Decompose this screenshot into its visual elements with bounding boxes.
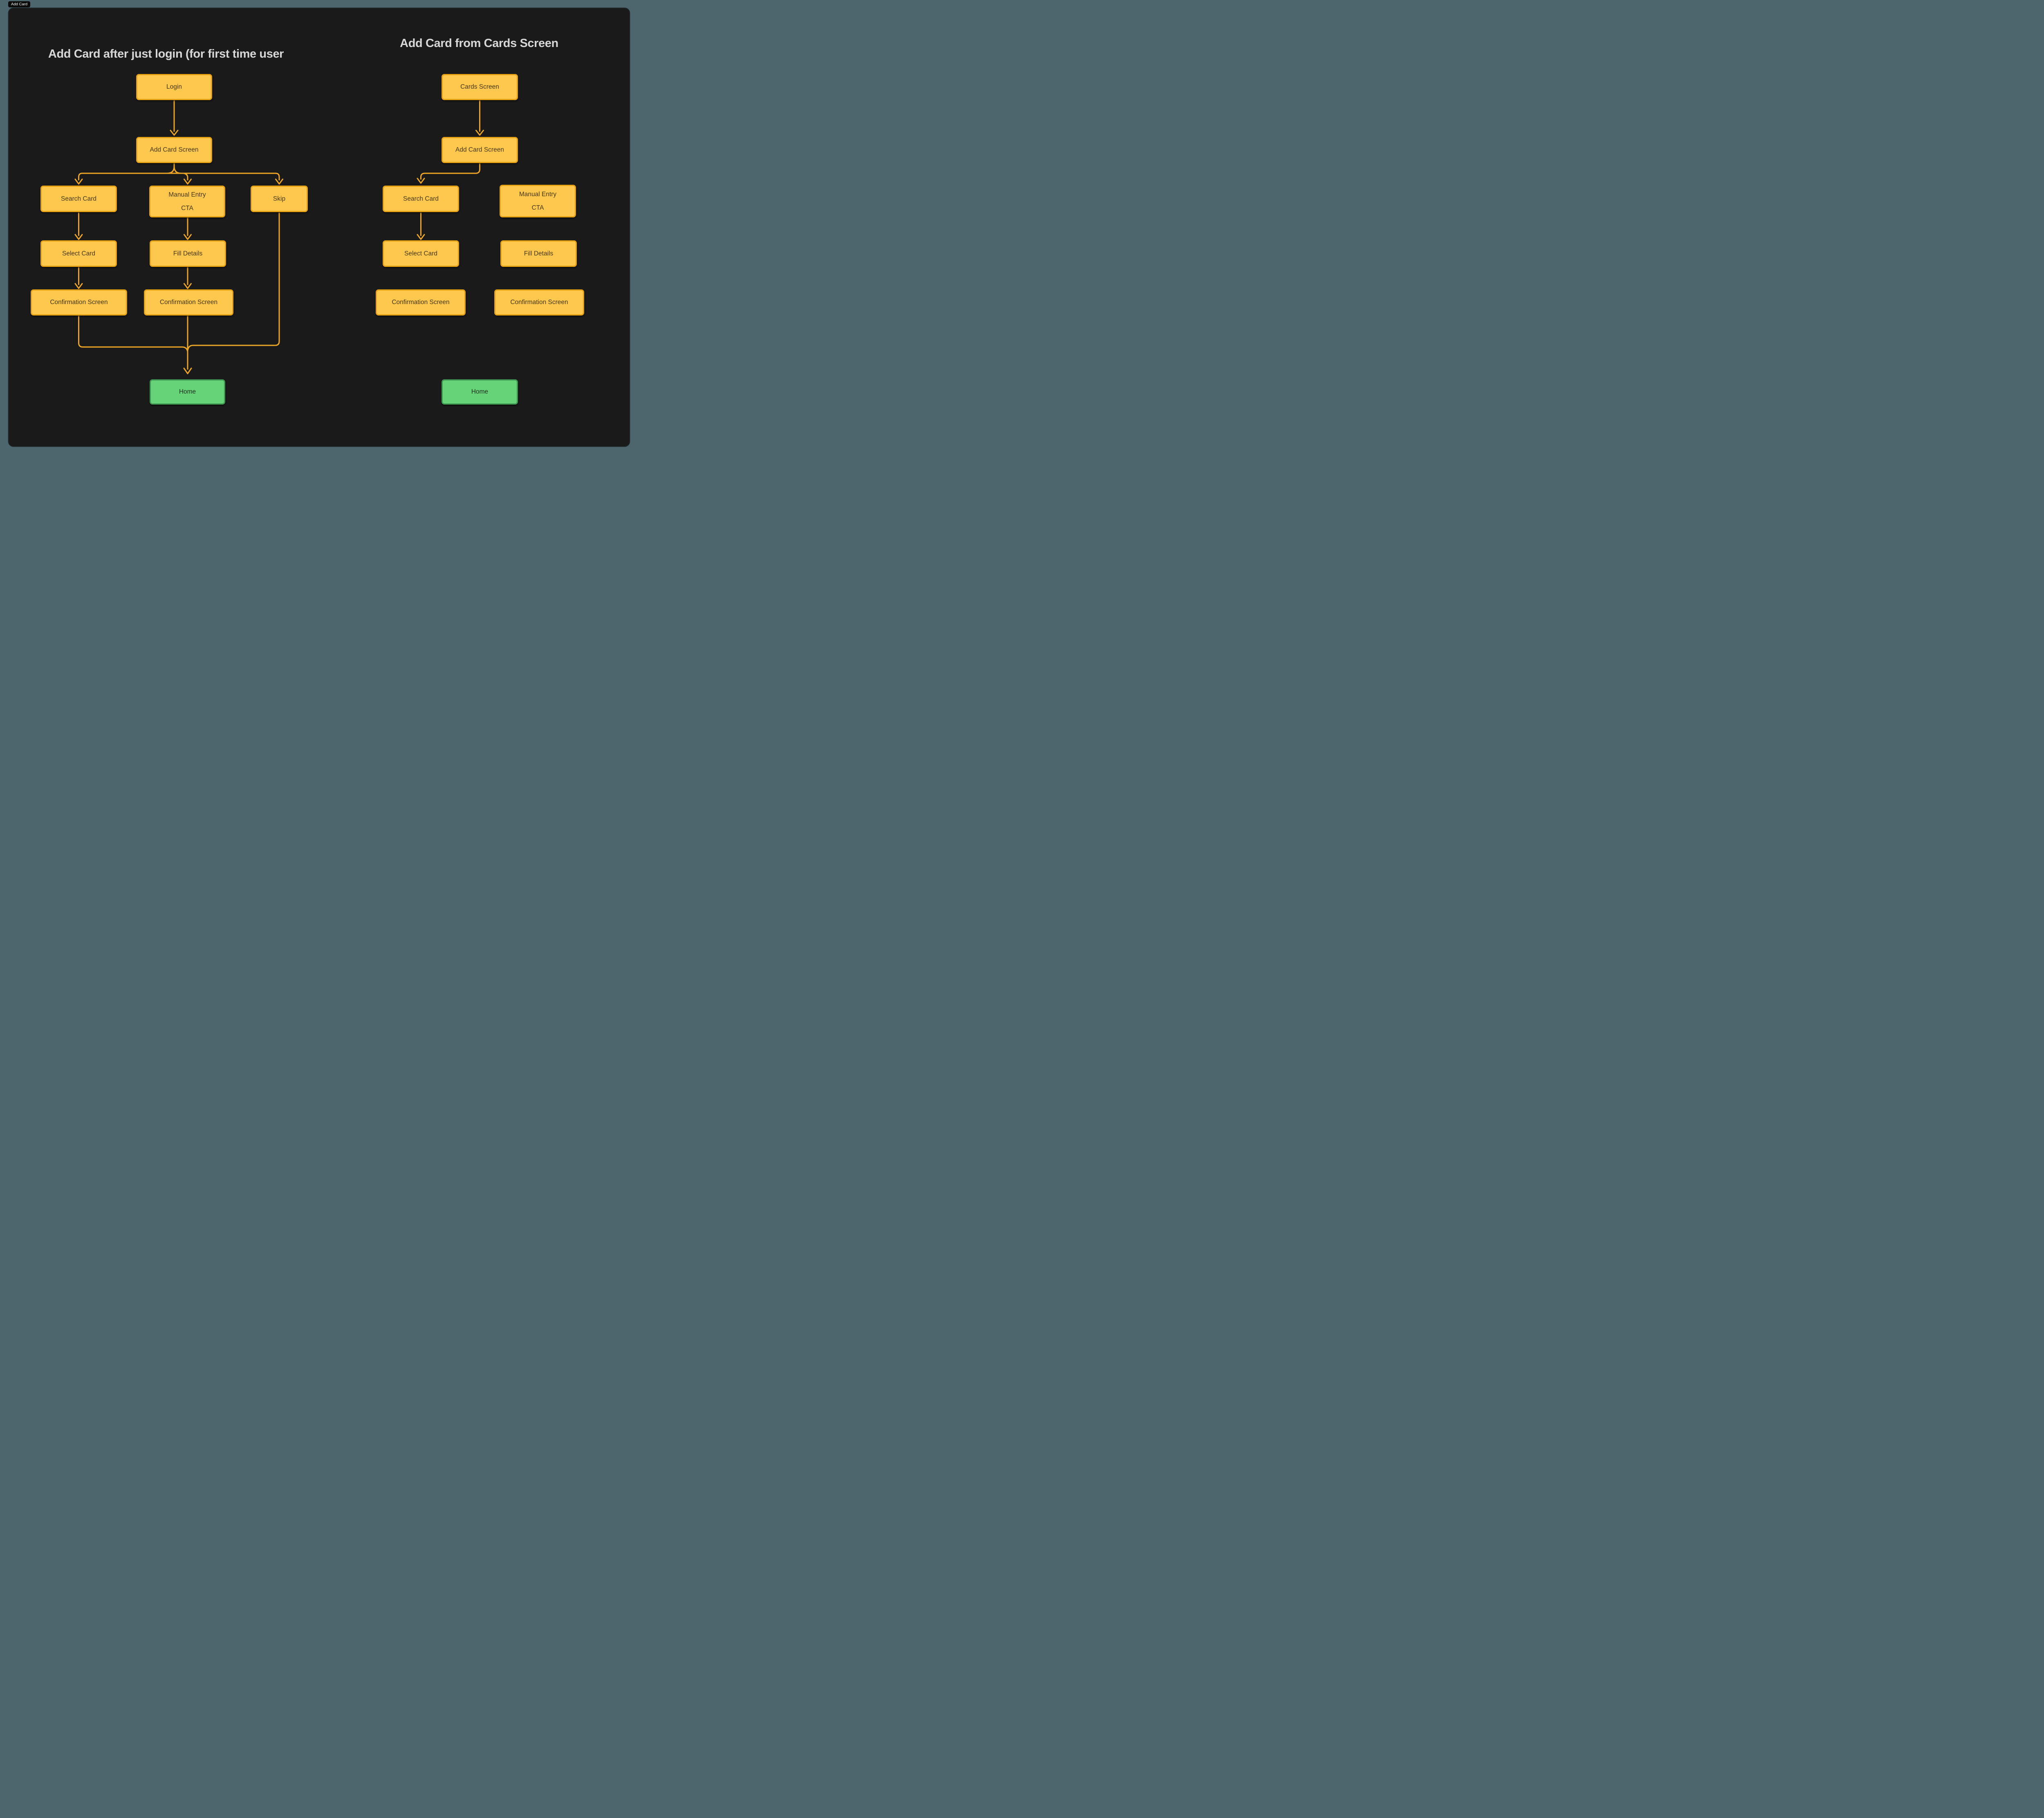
right-flow-title[interactable]: Add Card from Cards Screen [400,37,558,50]
node-confirmation-search-right[interactable]: Confirmation Screen [376,289,466,316]
manual-entry-line2: CTA [181,204,193,212]
flowchart-frame[interactable] [9,8,630,446]
node-select-card-left[interactable]: Select Card [40,240,117,267]
node-fill-details-left[interactable]: Fill Details [150,240,226,267]
node-login[interactable]: Login [136,74,212,100]
connector-confirmation-merge-left[interactable] [78,315,188,352]
connector-searchcard-to-selectcard-right[interactable] [417,212,425,240]
node-confirmation-search-left[interactable]: Confirmation Screen [31,289,127,316]
manual-entry-line1: Manual Entry [168,191,206,199]
connector-merge-to-home[interactable] [183,315,192,374]
node-cards-screen[interactable]: Cards Screen [442,74,518,100]
node-add-card-screen-left[interactable]: Add Card Screen [136,137,212,163]
manual-entry-line2: CTA [531,204,544,211]
manual-entry-line1: Manual Entry [519,191,557,198]
node-confirmation-manual-left[interactable]: Confirmation Screen [144,289,233,316]
node-confirmation-manual-right[interactable]: Confirmation Screen [494,289,584,316]
connector-cardsscreen-to-addcardscreen[interactable] [475,100,484,136]
whiteboard-canvas: Add Card [0,0,638,454]
node-skip[interactable]: Skip [251,186,308,212]
connector-filldetails-to-confirmation[interactable] [184,266,192,289]
connector-login-to-addcardscreen[interactable] [170,100,179,136]
node-select-card-right[interactable]: Select Card [383,240,459,267]
connector-addcardscreen-split[interactable] [74,162,283,185]
connector-searchcard-to-selectcard-left[interactable] [74,212,83,240]
node-search-card-left[interactable]: Search Card [40,186,117,212]
node-home-left[interactable]: Home [150,379,225,405]
connector-selectcard-to-confirmation-left[interactable] [74,266,83,289]
connector-addcardscreen-to-searchcard-right[interactable] [417,162,480,184]
node-home-right[interactable]: Home [442,379,518,405]
connector-layer [74,100,484,374]
node-search-card-right[interactable]: Search Card [383,186,459,212]
left-flow-title[interactable]: Add Card after just login (for first tim… [48,47,284,60]
connector-manualentry-to-filldetails[interactable] [184,217,192,240]
connector-skip-merge[interactable] [187,212,280,351]
node-manual-entry-cta-right[interactable]: Manual Entry CTA [500,185,576,217]
node-fill-details-right[interactable]: Fill Details [500,240,577,267]
node-manual-entry-cta-left[interactable]: Manual Entry CTA [149,186,225,217]
frame-name-tab[interactable]: Add Card [8,1,31,7]
node-add-card-screen-right[interactable]: Add Card Screen [442,137,518,163]
